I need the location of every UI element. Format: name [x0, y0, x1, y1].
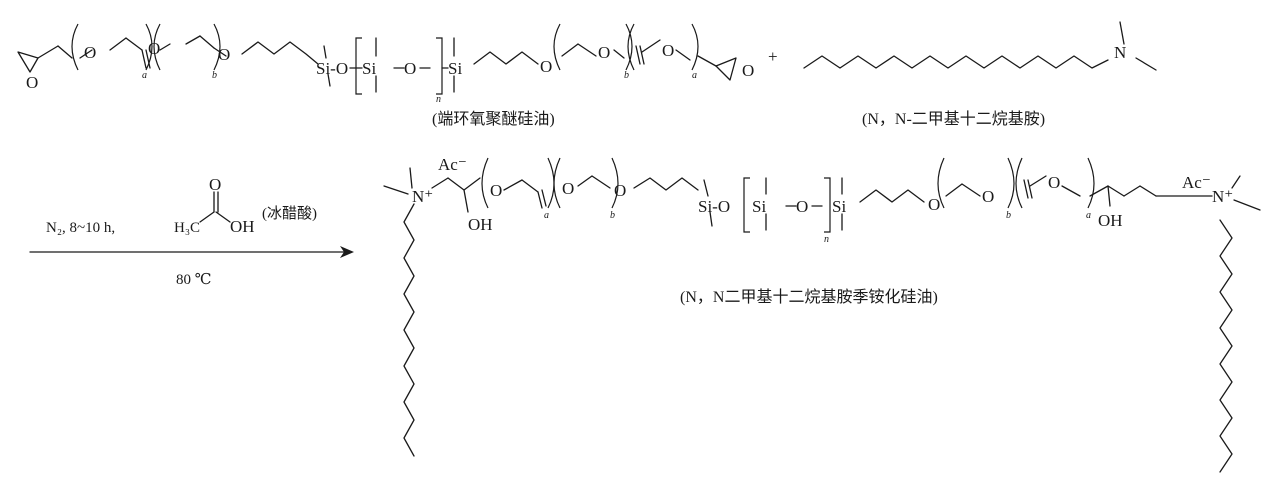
atom-o: O — [404, 59, 416, 78]
atom-si: Si — [448, 59, 462, 78]
index-a: a — [544, 210, 549, 221]
dodecyl-chain-left — [403, 203, 415, 457]
plus-sign: + — [768, 47, 778, 66]
counterion-left: Ac⁻ — [438, 155, 467, 174]
atom-o: O — [614, 181, 626, 200]
product-quaternized-silicone: Ac⁻ N⁺ OH O O O Si-O Si O Si O O O OH Ac… — [383, 155, 1261, 473]
reaction-arrow-group: O OH H₃C (冰醋酸) N₂, 8~10 h, 80 ℃ — [29, 175, 354, 288]
index-b: b — [624, 70, 629, 81]
atom-oh-right: OH — [1098, 211, 1123, 230]
atom-o: O — [796, 197, 808, 216]
methyl-label: H₃C — [174, 220, 200, 236]
atom-si: Si — [362, 59, 376, 78]
index-b: b — [610, 210, 615, 221]
atom-o: O — [540, 57, 552, 76]
dodecyl-chain-right — [1219, 219, 1233, 473]
atom-o: O — [598, 43, 610, 62]
atom-o: O — [490, 181, 502, 200]
atom-oh-acetic: OH — [230, 217, 255, 236]
dodecyl-chain — [803, 55, 1109, 69]
atom-o-epoxide-left: O — [26, 73, 38, 92]
atom-o: O — [218, 45, 230, 64]
arrow-head — [340, 246, 354, 258]
atom-o: O — [928, 195, 940, 214]
atom-si: Si-O — [698, 197, 730, 216]
atom-o: O — [662, 41, 674, 60]
atom-n-plus-left: N⁺ — [412, 187, 433, 206]
atom-o: O — [1048, 173, 1060, 192]
atom-o: O — [148, 39, 160, 58]
condition-above: N₂, 8~10 h, — [46, 220, 115, 236]
atom-o-acetic: O — [209, 175, 221, 194]
atom-oh-left: OH — [468, 215, 493, 234]
atom-o: O — [982, 187, 994, 206]
atom-si: Si — [832, 197, 846, 216]
atom-o: O — [562, 179, 574, 198]
index-a: a — [142, 70, 147, 81]
atom-si: Si — [752, 197, 766, 216]
index-b: b — [1006, 210, 1011, 221]
caption-reactant1: (端环氧聚醚硅油) — [432, 110, 555, 128]
epoxide-ring-right — [715, 57, 737, 81]
atom-si: Si-O — [316, 59, 348, 78]
index-n: n — [436, 94, 441, 105]
index-a: a — [692, 70, 697, 81]
catalyst-label: (冰醋酸) — [262, 205, 317, 222]
atom-n: N — [1114, 43, 1126, 62]
atom-n-plus-right: N⁺ — [1212, 187, 1233, 206]
index-b: b — [212, 70, 217, 81]
caption-product: (N，N二甲基十二烷基胺季铵化硅油) — [680, 288, 938, 306]
index-a: a — [1086, 210, 1091, 221]
condition-below: 80 ℃ — [176, 272, 212, 288]
index-n: n — [824, 234, 829, 245]
reactant-dimethyldodecylamine: N (N，N-二甲基十二烷基胺) — [803, 21, 1157, 128]
atom-o: O — [84, 43, 96, 62]
counterion-right: Ac⁻ — [1182, 173, 1211, 192]
reactant-epoxy-silicone: O O O O Si-O Si O Si O O O O a b n b a (… — [17, 23, 754, 128]
atom-o-epoxide-right: O — [742, 61, 754, 80]
epoxide-ring-left — [17, 51, 39, 73]
caption-reactant2: (N，N-二甲基十二烷基胺) — [862, 110, 1045, 128]
